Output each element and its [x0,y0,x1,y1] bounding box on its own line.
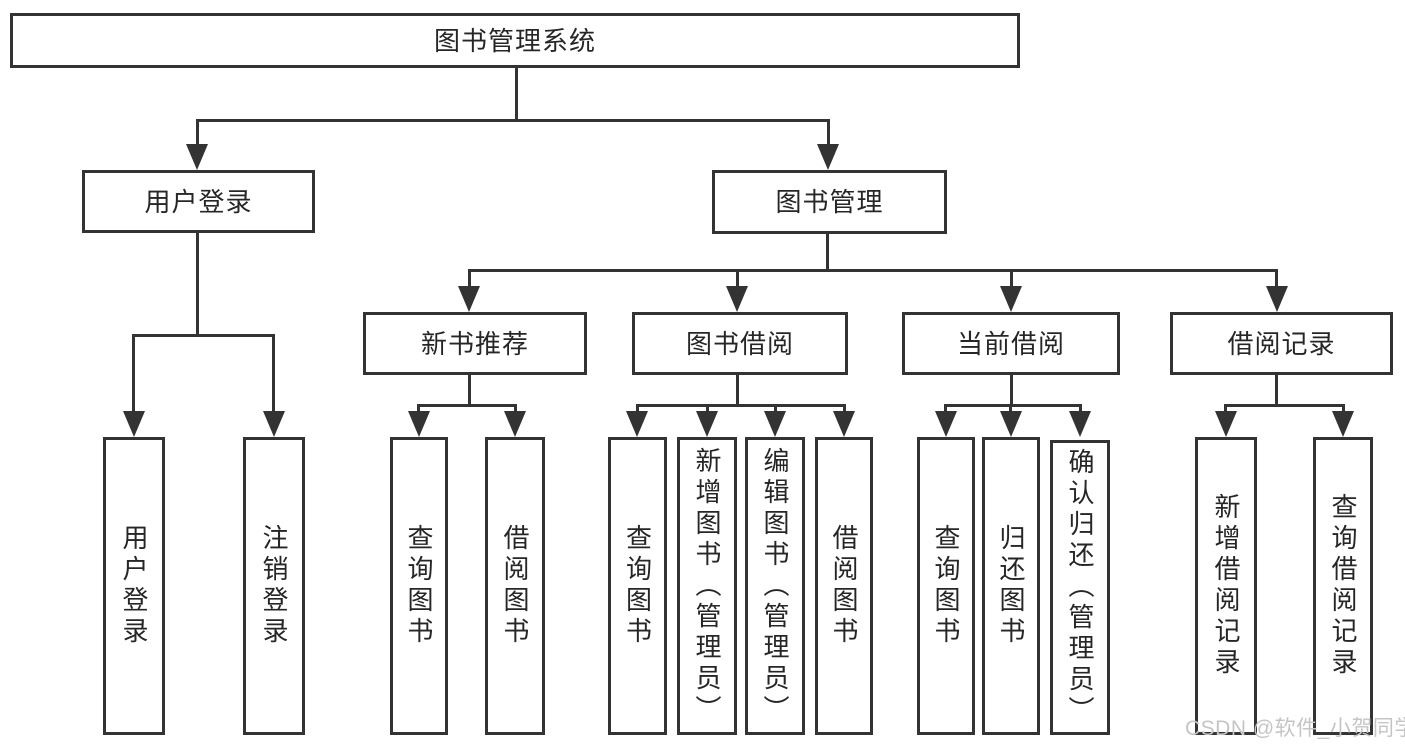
connector-line [468,269,471,289]
arrow-down-icon [626,411,648,437]
connector-line [196,233,199,336]
arrow-down-icon [504,411,526,437]
leaf-add-borrow-record: 新增借阅记录 [1195,437,1257,735]
connector-line [514,404,517,413]
connector-line [1010,375,1013,406]
connector-line [132,334,135,414]
connector-line [944,404,1082,407]
arrow-down-icon [817,144,839,170]
leaf-return-books: 归还图书 [982,437,1040,735]
leaf-query-books-borrow: 查询图书 [608,437,667,735]
arrow-down-icon [123,411,145,437]
connector-line [417,404,420,413]
connector-line [736,269,739,289]
connector-line [468,269,1278,272]
arrow-down-icon [696,411,718,437]
connector-line [196,119,830,122]
connector-line [1275,375,1278,406]
csdn-watermark: CSDN @软件_小贺同学 [1185,717,1405,740]
connector-line [706,404,709,413]
node-current-borrow: 当前借阅 [902,312,1120,375]
connector-line [1079,404,1082,413]
connector-line [736,375,739,406]
leaf-borrow-books-newbooks: 借阅图书 [485,437,545,735]
connector-line [636,404,846,407]
connector-line [843,404,846,413]
node-user-login: 用户登录 [82,170,315,233]
connector-line [1009,404,1012,413]
connector-line [1010,269,1013,289]
leaf-query-books-newbooks: 查询图书 [390,437,448,735]
arrow-down-icon [1069,411,1091,437]
arrow-down-icon [1266,286,1288,312]
node-book-borrow: 图书借阅 [632,312,848,375]
connector-line [1224,404,1345,407]
node-library-system: 图书管理系统 [10,13,1020,68]
connector-line [272,334,275,414]
arrow-down-icon [764,411,786,437]
connector-line [1275,269,1278,289]
connector-line [196,119,199,150]
arrow-down-icon [1332,411,1354,437]
connector-line [1224,404,1227,413]
arrow-down-icon [186,144,208,170]
node-new-books: 新书推荐 [363,312,587,375]
connector-line [468,375,471,406]
arrow-down-icon [935,411,957,437]
arrow-down-icon [408,411,430,437]
arrow-down-icon [833,411,855,437]
leaf-logout: 注销登录 [243,437,305,735]
arrow-down-icon [1215,411,1237,437]
connector-line [515,68,518,121]
arrow-down-icon [1000,286,1022,312]
node-book-mgmt: 图书管理 [712,170,947,234]
leaf-query-books-current: 查询图书 [917,437,975,735]
leaf-borrow-books-borrow: 借阅图书 [815,437,873,735]
connector-line [132,334,275,337]
connector-line [826,234,829,271]
leaf-user-login: 用户登录 [103,437,165,735]
connector-line [774,404,777,413]
arrow-down-icon [1000,411,1022,437]
leaf-add-books-admin: 新增图书（管理员） [677,437,737,735]
leaf-confirm-return-admin: 确认归还（管理员） [1050,440,1110,735]
connector-line [827,119,830,150]
leaf-edit-books-admin: 编辑图书（管理员） [745,437,805,735]
arrow-down-icon [263,411,285,437]
arrow-down-icon [726,286,748,312]
leaf-query-borrow-record: 查询借阅记录 [1313,437,1373,735]
connector-line [636,404,639,413]
connector-line [1342,404,1345,413]
node-borrow-records: 借阅记录 [1170,312,1393,375]
connector-line [944,404,947,413]
connector-line [417,404,517,407]
arrow-down-icon [458,286,480,312]
